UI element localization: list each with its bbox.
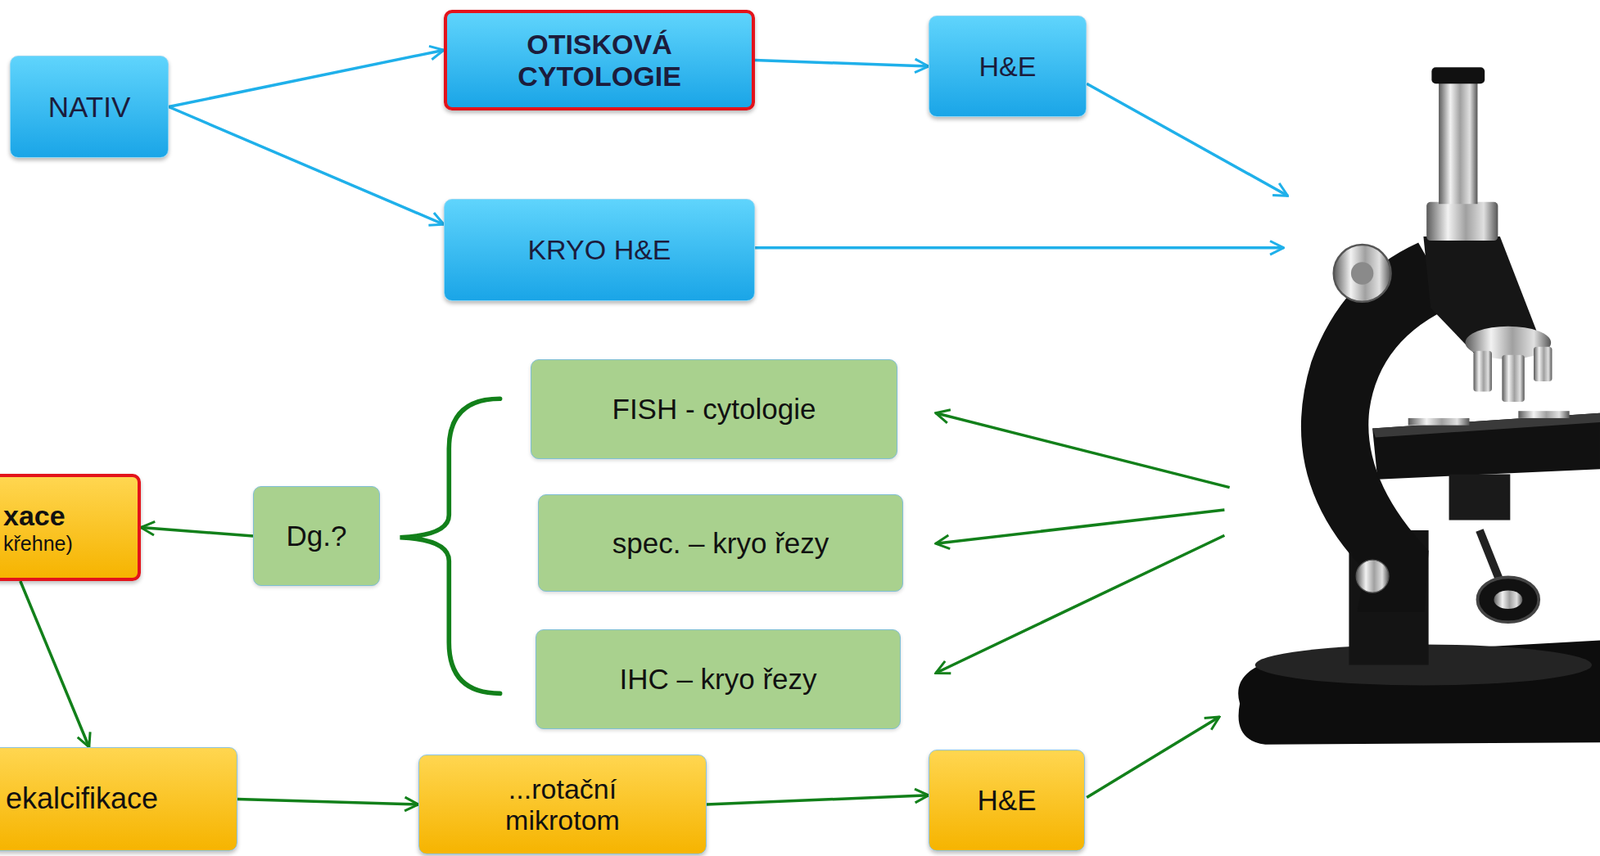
box-label: křehne) <box>3 532 73 556</box>
stage-clip <box>1518 411 1569 419</box>
method-box: spec. – kryo řezy <box>537 494 904 593</box>
connector-arrow <box>168 49 444 107</box>
box-label: H&E <box>977 784 1037 817</box>
connector-arrow <box>754 60 929 68</box>
connector-arrow <box>140 528 254 538</box>
eyepiece-tube <box>1438 81 1478 205</box>
flow-arrow <box>754 246 1284 249</box>
eyepiece-collar <box>1426 202 1498 241</box>
illustration-group <box>399 67 1600 798</box>
box-label: FISH - cytologie <box>612 393 817 425</box>
connector-arrow <box>237 800 419 806</box>
knob-center <box>1351 262 1374 285</box>
mirror <box>1477 577 1539 623</box>
method-box: FISH - cytologie <box>530 359 898 460</box>
method-box: IHC – kryo řezy <box>535 629 901 730</box>
process-box: NATIV <box>9 55 169 159</box>
eyepiece-cap <box>1431 67 1485 84</box>
step-box: ekalcifikace <box>0 747 238 852</box>
method-box: Dg.? <box>253 486 380 587</box>
objective-lens <box>1501 355 1524 403</box>
mirror-holder <box>1479 530 1501 582</box>
mirror-glass <box>1493 591 1523 610</box>
connector-arrow <box>20 581 90 748</box>
box-label: Dg.? <box>286 519 348 552</box>
box-label: xace <box>3 500 66 532</box>
stage-clip <box>1408 418 1470 426</box>
box-label: H&E <box>979 50 1037 82</box>
microscope-stage <box>1372 413 1600 480</box>
box-label: NATIV <box>48 90 131 123</box>
step-box: xacekřehne) <box>0 474 141 582</box>
connector-arrow <box>706 795 929 805</box>
box-label: spec. – kryo řezy <box>612 527 830 560</box>
microscope-illustration <box>1238 67 1600 745</box>
box-label: IHC – kryo řezy <box>619 663 817 696</box>
process-box: KRYO H&E <box>443 198 755 302</box>
connector-arrow <box>168 107 444 226</box>
step-box: ...rotační mikrotom <box>418 754 707 855</box>
curly-brace <box>399 398 500 694</box>
process-box: H&E <box>928 15 1087 118</box>
step-box: H&E <box>928 750 1085 852</box>
flow-arrow <box>935 535 1225 674</box>
coarse-focus-knob <box>1333 244 1392 303</box>
box-label: ...rotační mikrotom <box>480 773 645 837</box>
process-box: OTISKOVÁ CYTOLOGIE <box>443 9 755 111</box>
box-label: KRYO H&E <box>527 234 671 266</box>
condenser <box>1449 474 1511 520</box>
box-label: OTISKOVÁ CYTOLOGIE <box>488 28 710 91</box>
box-label: ekalcifikace <box>5 782 159 816</box>
fine-focus-knob <box>1355 560 1389 593</box>
flow-arrow <box>1086 717 1220 798</box>
objective-lens <box>1473 351 1492 393</box>
objective-lens <box>1533 347 1552 382</box>
flow-arrow <box>935 413 1230 489</box>
flow-arrow <box>935 510 1225 544</box>
flow-arrow <box>1086 83 1288 196</box>
